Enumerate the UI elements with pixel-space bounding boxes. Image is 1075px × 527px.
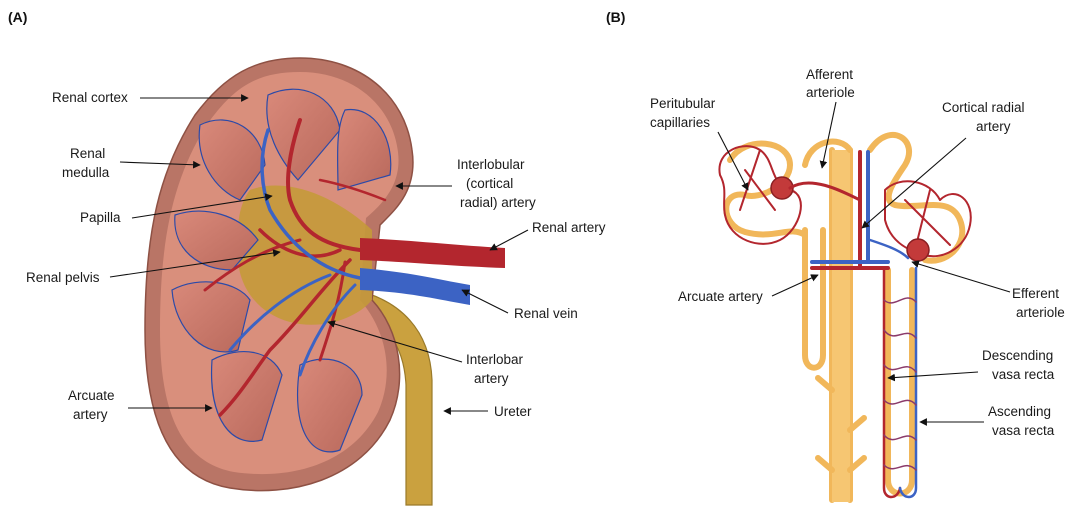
- renal-vein-text: Renal vein: [514, 306, 578, 321]
- renal-pelvis-text: Renal pelvis: [26, 270, 100, 285]
- loop-of-henle-left: [805, 230, 823, 368]
- interlobular-text-line2: (cortical: [466, 176, 513, 191]
- papilla-text: Papilla: [80, 210, 121, 225]
- afferent-text-line1: Afferent: [806, 67, 853, 82]
- arcuate-artery-b-text: Arcuate artery: [678, 289, 763, 304]
- descending-leader: [888, 372, 978, 378]
- arcuate-artery-a-text-line1: Arcuate: [68, 388, 115, 403]
- nephron-vasculature: [719, 135, 970, 502]
- arcuate-artery-a-text-line2: artery: [73, 407, 108, 422]
- label-ascending-vasa-recta: Ascending vasa recta: [920, 404, 1055, 438]
- renal-artery-vessel: [360, 238, 505, 268]
- peritubular-text-line2: capillaries: [650, 115, 710, 130]
- label-arcuate-artery-b: Arcuate artery: [678, 275, 818, 304]
- label-peritubular-capillaries: Peritubular capillaries: [650, 96, 748, 190]
- renal-artery-text: Renal artery: [532, 220, 606, 235]
- renal-medulla-text-line1: Renal: [70, 146, 105, 161]
- label-renal-vein: Renal vein: [462, 290, 578, 321]
- arcuate-artery-b-leader: [772, 275, 818, 296]
- glomerulus-right: [907, 239, 929, 261]
- efferent-arteriole-vessel: [870, 240, 908, 258]
- renal-cortex-text: Renal cortex: [52, 90, 128, 105]
- descending-text-line2: vasa recta: [992, 367, 1055, 382]
- cortical-radial-text-line2: artery: [976, 119, 1011, 134]
- renal-artery-leader: [490, 230, 528, 250]
- efferent-text-line2: arteriole: [1016, 305, 1065, 320]
- panel-a-label: (A): [8, 9, 27, 25]
- label-renal-artery: Renal artery: [490, 220, 606, 250]
- kidney-cross-section: [145, 58, 505, 505]
- interlobular-text-line1: Interlobular: [457, 157, 525, 172]
- panel-b-label: (B): [606, 9, 625, 25]
- cortical-radial-text-line1: Cortical radial: [942, 100, 1025, 115]
- cortical-radial-leader: [862, 138, 966, 228]
- interlobar-text-line2: artery: [474, 371, 509, 386]
- afferent-text-line2: arteriole: [806, 85, 855, 100]
- renal-medulla-text-line2: medulla: [62, 165, 110, 180]
- efferent-leader: [912, 262, 1010, 292]
- ascending-text-line2: vasa recta: [992, 423, 1055, 438]
- label-interlobular-artery: Interlobular (cortical radial) artery: [396, 157, 536, 210]
- ureter-text: Ureter: [494, 404, 532, 419]
- efferent-text-line1: Efferent: [1012, 286, 1059, 301]
- label-ureter: Ureter: [444, 404, 532, 419]
- label-efferent-arteriole: Efferent arteriole: [912, 262, 1065, 320]
- peritubular-text-line1: Peritubular: [650, 96, 716, 111]
- interlobar-text-line1: Interlobar: [466, 352, 524, 367]
- interlobular-text-line3: radial) artery: [460, 195, 536, 210]
- descending-text-line1: Descending: [982, 348, 1053, 363]
- ascending-text-line1: Ascending: [988, 404, 1051, 419]
